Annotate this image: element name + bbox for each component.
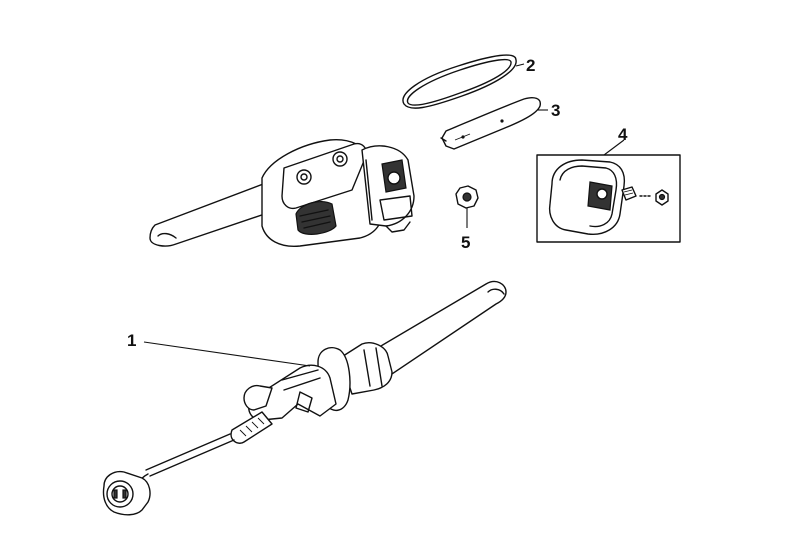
saw-chain[interactable]	[402, 54, 517, 109]
handle-assembly[interactable]	[102, 280, 507, 516]
leader-line-2	[515, 63, 525, 67]
sprocket-cover-kit[interactable]	[536, 139, 681, 243]
sprocket[interactable]	[455, 185, 479, 228]
callout-5: 5	[461, 233, 470, 252]
callout-1: 1	[127, 331, 136, 350]
callout-3: 3	[551, 101, 560, 120]
guide-bar[interactable]	[440, 97, 541, 150]
motor-unit[interactable]	[149, 139, 415, 247]
callout-4: 4	[618, 125, 628, 144]
callout-2: 2	[526, 56, 535, 75]
